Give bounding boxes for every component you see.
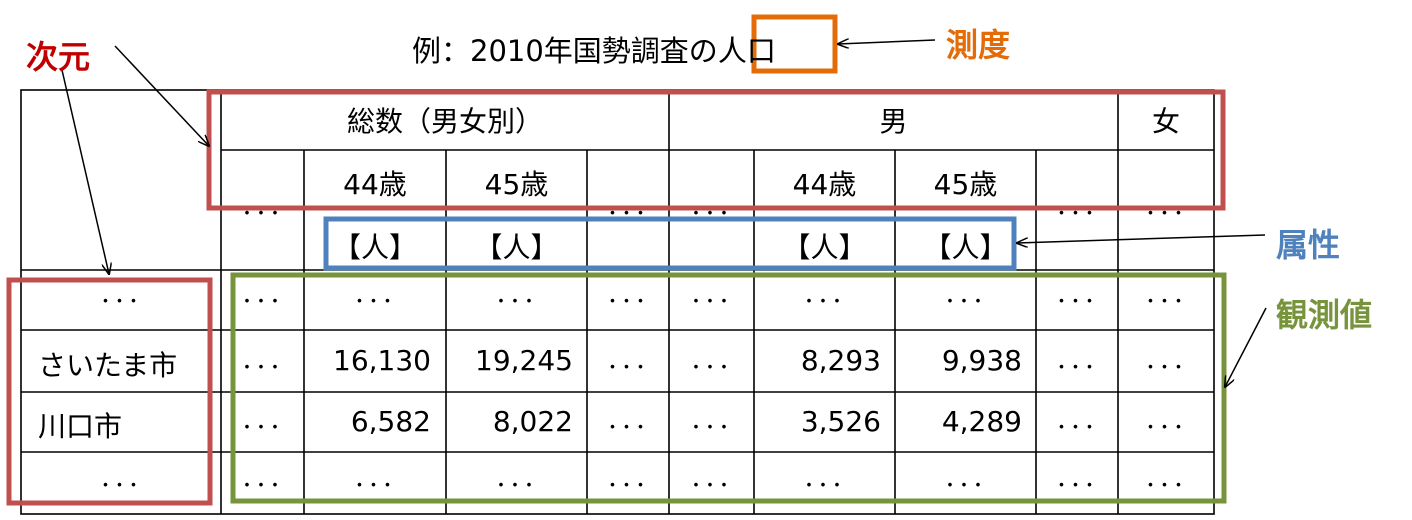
measure-box [751, 14, 838, 74]
table-cell: ･･･ [241, 356, 284, 381]
dimension-arrow-rows [61, 69, 109, 274]
page-title: 例：2010年国勢調査の人口 [412, 28, 776, 70]
label-dimension: 次元 [26, 38, 91, 76]
table-cell: ･･･ [803, 474, 846, 499]
unit-cell: 【人】 [474, 231, 559, 264]
table-cell: 19,245 [475, 344, 573, 377]
header-group-total: 総数（男女別） [346, 105, 543, 138]
table-cell: ･･･ [1055, 290, 1098, 315]
table-cell: 4,289 [941, 405, 1022, 438]
table-cell: ･･･ [353, 290, 396, 315]
header-box [206, 89, 1226, 211]
dimension-arrow-header [114, 45, 209, 146]
header-ellipsis: ･･･ [1144, 202, 1187, 227]
table-cell: ･･･ [495, 474, 538, 499]
attribute-box [323, 216, 1017, 271]
table-cell: ･･･ [944, 474, 987, 499]
header-age-male-44: 44歳 [792, 168, 857, 201]
unit-cell: 【人】 [923, 231, 1008, 264]
table-cell: 16,130 [333, 344, 431, 377]
header-age-male-45: 45歳 [933, 168, 998, 201]
table-cell: ･･･ [690, 290, 733, 315]
label-observation: 観測値 [1276, 296, 1373, 334]
measure-arrow [838, 40, 936, 44]
header-age-total-44: 44歳 [343, 168, 407, 201]
table-cell: ･･･ [241, 474, 284, 499]
table-cell: ･･･ [690, 416, 733, 441]
unit-cell: 【人】 [782, 231, 867, 264]
table-cell: ･･･ [606, 290, 649, 315]
header-ellipsis: ･･･ [690, 202, 733, 227]
label-measure: 測度 [946, 26, 1011, 64]
header-ellipsis: ･･･ [606, 202, 649, 227]
table-cell: ･･･ [241, 290, 284, 315]
table-cell: 9,938 [941, 344, 1022, 377]
table-cell: ･･･ [803, 290, 846, 315]
table-cell: ･･･ [1144, 356, 1187, 381]
header-age-total-45: 45歳 [484, 168, 549, 201]
table-cell: ･･･ [606, 416, 649, 441]
table-cell: ･･･ [1144, 416, 1187, 441]
table-grid [20, 89, 1215, 515]
table-cell: ･･･ [353, 474, 396, 499]
table-cell: ･･･ [495, 290, 538, 315]
observation-arrow [1225, 307, 1267, 387]
header-group-male: 男 [879, 105, 908, 138]
table-cell: ･･･ [606, 474, 649, 499]
table-cell: ･･･ [241, 416, 284, 441]
header-group-female: 女 [1151, 105, 1180, 138]
table-cell: ･･･ [690, 474, 733, 499]
table-cell: ･･･ [1055, 356, 1098, 381]
header-ellipsis: ･･･ [1055, 202, 1098, 227]
table-cell: ･･･ [1055, 416, 1098, 441]
row-name: さいたま市 [38, 349, 178, 382]
dimension-box [6, 277, 213, 506]
table-cell: 8,293 [800, 344, 881, 377]
table-cell: ･･･ [1055, 474, 1098, 499]
unit-cell: 【人】 [332, 231, 417, 264]
row-name: 川口市 [38, 410, 123, 443]
title-prefix: 例：2010年国勢調査の [412, 34, 718, 68]
row-name: ･･･ [99, 474, 142, 499]
attribute-arrow [1017, 234, 1266, 243]
table-cell: ･･･ [690, 356, 733, 381]
label-attribute: 属性 [1276, 226, 1341, 264]
title-measure: 人口 [717, 34, 776, 68]
table-cell: 6,582 [350, 405, 431, 438]
table-cell: 8,022 [492, 405, 573, 438]
row-name: ･･･ [99, 290, 142, 315]
table-cell: ･･･ [1144, 290, 1187, 315]
table-cell: ･･･ [606, 356, 649, 381]
table-cell: 3,526 [800, 405, 881, 438]
header-ellipsis: ･･･ [241, 202, 284, 227]
table-cell: ･･･ [1144, 474, 1187, 499]
table-cell: ･･･ [944, 290, 987, 315]
